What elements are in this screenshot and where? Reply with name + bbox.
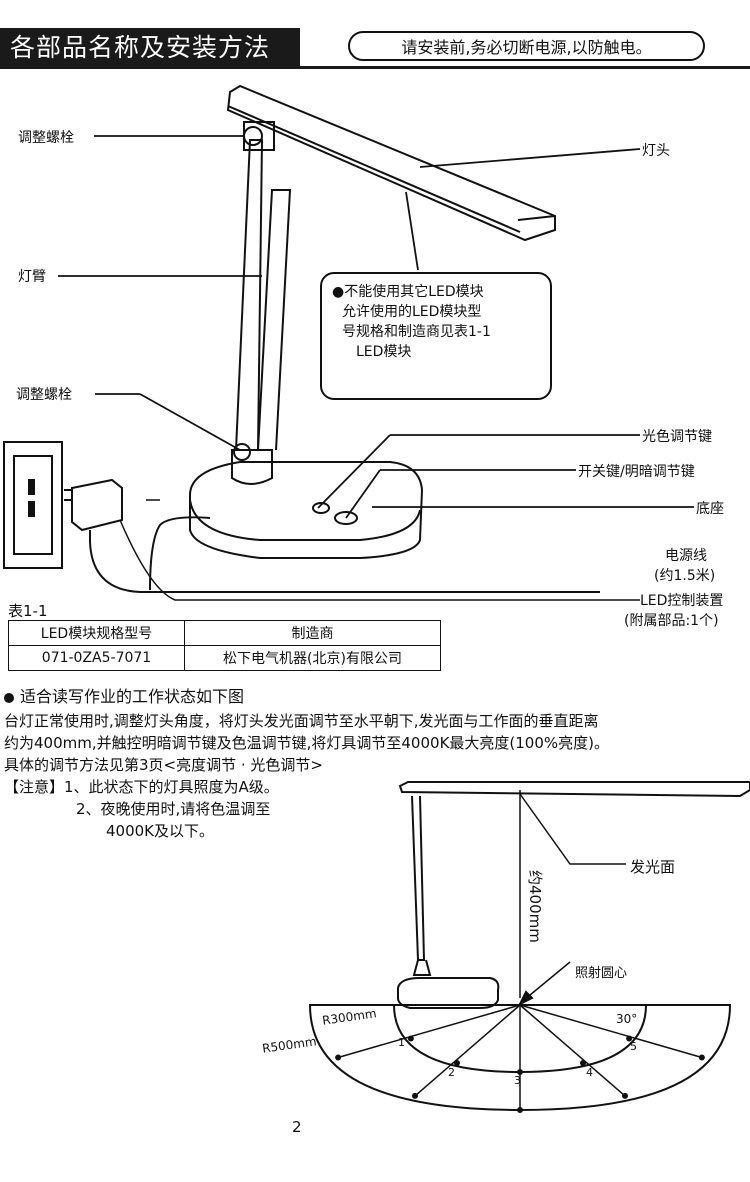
label-distance: 约400mm xyxy=(526,870,544,943)
note-line-1: ●不能使用其它LED模块 xyxy=(332,284,484,300)
point-label-4: 4 xyxy=(586,1066,593,1079)
point-label-5: 5 xyxy=(630,1040,637,1053)
label-base: 底座 xyxy=(696,501,724,517)
page-number: 2 xyxy=(292,1118,302,1136)
note-line-2: 允许使用的LED模块型 xyxy=(342,304,482,320)
table-header: 制造商 xyxy=(184,620,441,646)
section-heading-text: 适合读写作业的工作状态如下图 xyxy=(20,687,245,706)
lamp-base xyxy=(189,461,424,559)
ray-line xyxy=(414,1004,521,1097)
table-header: LED模块规格型号 xyxy=(8,620,185,646)
measure-point xyxy=(698,1054,705,1061)
point-label-3: 3 xyxy=(514,1074,521,1087)
measure-point xyxy=(517,1107,523,1113)
label-lamp-head: 灯头 xyxy=(642,143,670,159)
note-1: 【注意】1、此状态下的灯具照度为A级。 xyxy=(4,778,279,796)
note-3: 4000K及以下。 xyxy=(106,822,215,840)
section-title: 各部品名称及安装方法 xyxy=(0,28,300,68)
measure-point xyxy=(626,1035,633,1042)
measure-point xyxy=(412,1092,418,1099)
measure-point xyxy=(454,1060,460,1067)
label-lamp-arm: 灯臂 xyxy=(18,269,46,285)
label-led-module: LED模块 xyxy=(356,344,412,360)
paragraph-line-3: 具体的调节方法见第3页<亮度调节 · 光色调节> xyxy=(4,756,323,774)
spec-table: LED模块规格型号 制造商 071-0ZA5-7071 松下电气机器(北京)有限… xyxy=(8,620,441,671)
header-rule xyxy=(0,66,750,69)
label-switch-key: 开关键/明暗调节键 xyxy=(578,464,695,480)
label-angle: 30° xyxy=(616,1012,638,1026)
label-controller-note: (附属部品:1个) xyxy=(624,613,719,629)
label-power-cord-length: (约1.5米) xyxy=(654,568,716,584)
lamp-head xyxy=(226,84,556,242)
ray-line xyxy=(519,1004,626,1097)
label-adjust-bolt-top: 调整螺栓 xyxy=(18,130,74,146)
point-label-1: 1 xyxy=(398,1036,405,1049)
paragraph-line-2: 约为400mm,并触控明暗调节键及色温调节键,将灯具调节至4000K最大亮度(1… xyxy=(4,734,609,752)
label-adjust-bolt-bottom: 调整螺栓 xyxy=(16,387,72,403)
measure-point xyxy=(335,1054,342,1061)
wall-socket xyxy=(3,441,63,569)
measure-point xyxy=(407,1035,414,1042)
note-2: 2、夜晚使用时,请将色温调至 xyxy=(76,800,271,818)
power-adapter xyxy=(71,478,123,532)
table-cell: 071-0ZA5-7071 xyxy=(8,645,185,671)
label-center: 照射圆心 xyxy=(575,966,628,981)
note-line-3: 号规格和制造商见表1-1 xyxy=(342,324,491,340)
label-power-cord: 电源线 xyxy=(665,548,707,564)
ray-line xyxy=(337,1004,521,1059)
safety-warning: 请安装前,务必切断电源,以防触电。 xyxy=(348,31,705,61)
paragraph-line-1: 台灯正常使用时,调整灯头角度，将灯头发光面调节至水平朝下,发光面与工作面的垂直距… xyxy=(4,712,599,730)
label-color-key: 光色调节键 xyxy=(642,429,712,445)
table-caption: 表1-1 xyxy=(8,602,48,620)
label-emit-face: 发光面 xyxy=(630,858,676,876)
point-label-2: 2 xyxy=(448,1066,455,1079)
label-controller: LED控制装置 xyxy=(640,593,724,609)
lamp-arm xyxy=(235,139,264,451)
led-note-box: ●不能使用其它LED模块 允许使用的LED模块型 号规格和制造商见表1-1 LE… xyxy=(320,272,552,400)
measure-point xyxy=(622,1092,628,1099)
table-cell: 松下电气机器(北京)有限公司 xyxy=(184,645,441,671)
measure-point xyxy=(517,1069,523,1075)
ray-line xyxy=(519,1004,703,1059)
section-heading: 适合读写作业的工作状态如下图 xyxy=(4,686,244,707)
usage-diagram xyxy=(308,781,750,1113)
measure-point xyxy=(580,1060,586,1067)
bullet-icon xyxy=(4,692,14,703)
